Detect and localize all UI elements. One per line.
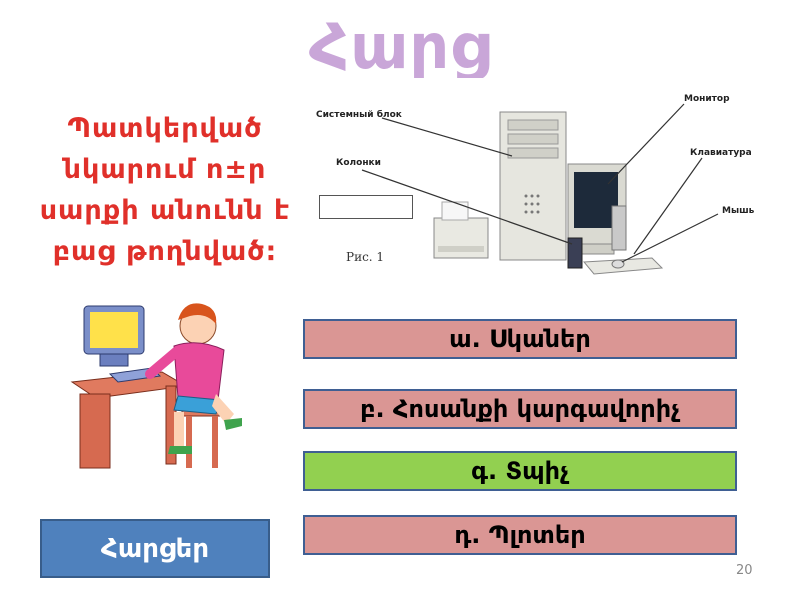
computer-illustration [361, 103, 719, 275]
option-b[interactable]: բ. Հոսանքի կարգավորիչ [303, 389, 737, 429]
label-monitor: Монитор [684, 94, 730, 104]
label-system-unit: Системный блок [316, 110, 402, 120]
slide-title: Հարց [308, 10, 492, 83]
label-keyboard: Клавиатура [690, 148, 752, 158]
question-text: Պատկերված նկարում ո±ր սարքի անունն է բաց… [39, 113, 291, 267]
option-a[interactable]: ա. Սկաներ [303, 319, 737, 359]
label-mouse: Мышь [722, 206, 755, 216]
blank-label-box [319, 195, 413, 219]
page-number: 20 [736, 563, 753, 578]
questions-button[interactable]: Հարցեր [40, 519, 270, 578]
label-speakers: Колонки [336, 158, 381, 168]
figure-caption: Рис. 1 [346, 250, 385, 264]
child-at-computer-image [66, 290, 246, 470]
option-c-correct[interactable]: գ. Տպիչ [303, 451, 737, 491]
option-d[interactable]: դ. Պլոտեր [303, 515, 737, 555]
computer-diagram: Системный блок Колонки Монитор Клавиатур… [312, 78, 768, 284]
